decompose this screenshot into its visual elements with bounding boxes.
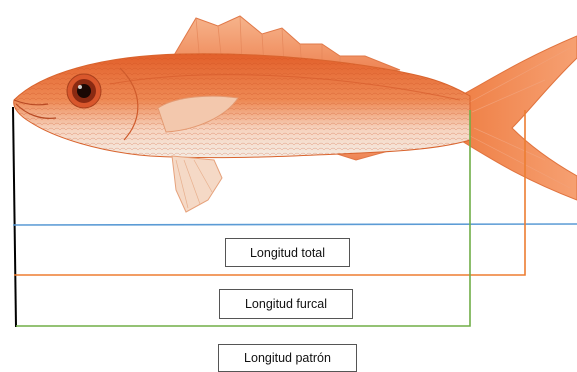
pelvic-fin [172,156,222,212]
fish-illustration [14,16,577,212]
total-length-line [13,224,577,225]
fork-length-label: Longitud furcal [219,289,353,319]
origin-line [13,107,16,327]
total-length-label: Longitud total [225,238,350,267]
standard-length-label: Longitud patrón [218,344,357,372]
caudal-fin [460,36,577,200]
